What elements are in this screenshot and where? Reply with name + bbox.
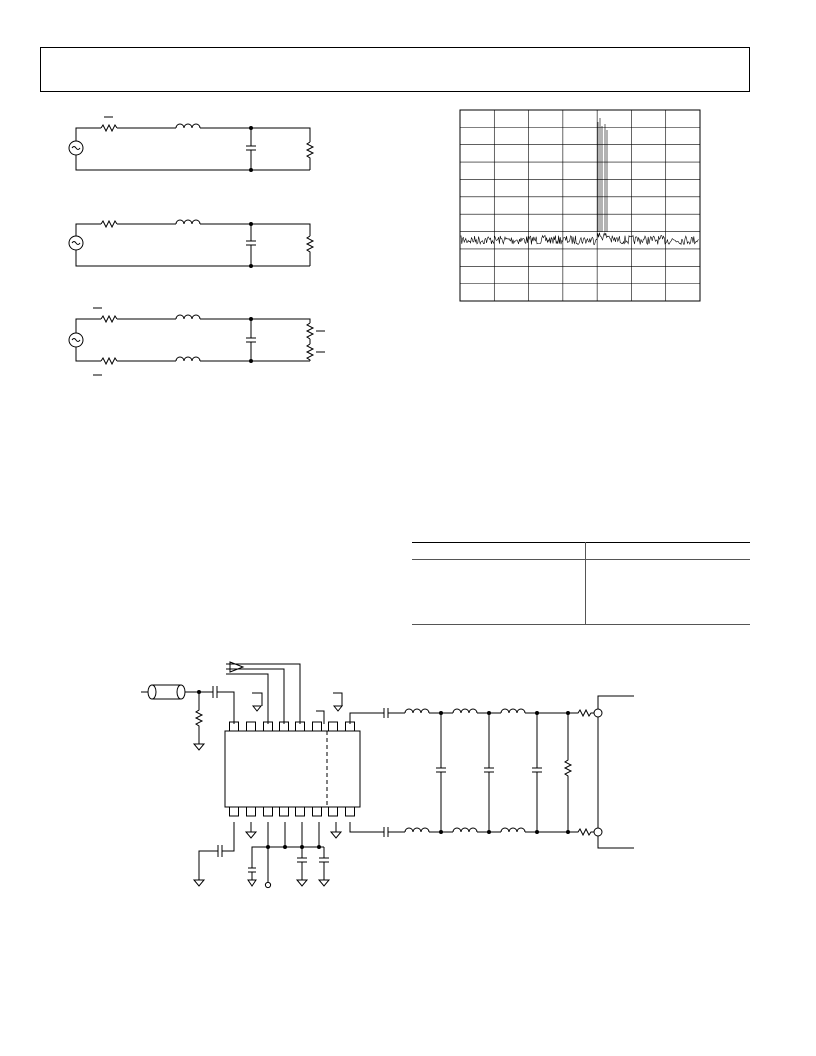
carrier-spurs <box>597 118 608 232</box>
ic-pin <box>246 721 256 732</box>
inductor <box>404 827 430 833</box>
shunt-capacitor <box>246 128 256 170</box>
ic-pin <box>328 721 338 732</box>
ic-pin <box>279 721 289 732</box>
table-column-separator <box>585 542 586 624</box>
ic-pin <box>246 806 256 817</box>
topology-single-ended-2 <box>68 219 315 268</box>
table-header-rule <box>412 559 750 560</box>
ic-pin <box>263 806 273 817</box>
inductor <box>404 708 430 714</box>
ic-pin <box>263 721 273 732</box>
table-top-rule <box>412 542 750 543</box>
ic-pin <box>229 721 239 732</box>
ic-pin <box>312 806 322 817</box>
ic-pin <box>345 806 355 817</box>
output-terminal-pos <box>593 708 603 718</box>
inductor <box>500 827 526 833</box>
plot-frame <box>459 109 701 302</box>
ic-pin <box>312 721 322 732</box>
table-bottom-rule <box>412 624 750 625</box>
ic-pin <box>328 806 338 817</box>
ic-pin <box>279 806 289 817</box>
topology-single-ended <box>68 116 315 172</box>
inductor <box>452 708 478 714</box>
coax-cable-icon <box>141 684 186 700</box>
ic-pin <box>229 806 239 817</box>
output-terminal-neg <box>593 827 603 837</box>
shunt-capacitor <box>436 713 446 832</box>
ic-pin <box>295 806 305 817</box>
topology-differential <box>68 307 325 376</box>
shunt-capacitor <box>532 713 542 832</box>
ic-package <box>224 730 361 808</box>
page-header-frame <box>40 47 750 92</box>
ic-pin <box>295 721 305 732</box>
resistor <box>100 123 118 133</box>
noise-floor-trace <box>460 232 699 246</box>
inductor <box>452 827 478 833</box>
plot-grid <box>460 110 700 301</box>
inductor <box>500 708 526 714</box>
ground-icon <box>192 743 206 751</box>
load-resistor <box>305 141 315 170</box>
shunt-capacitor <box>484 713 494 832</box>
